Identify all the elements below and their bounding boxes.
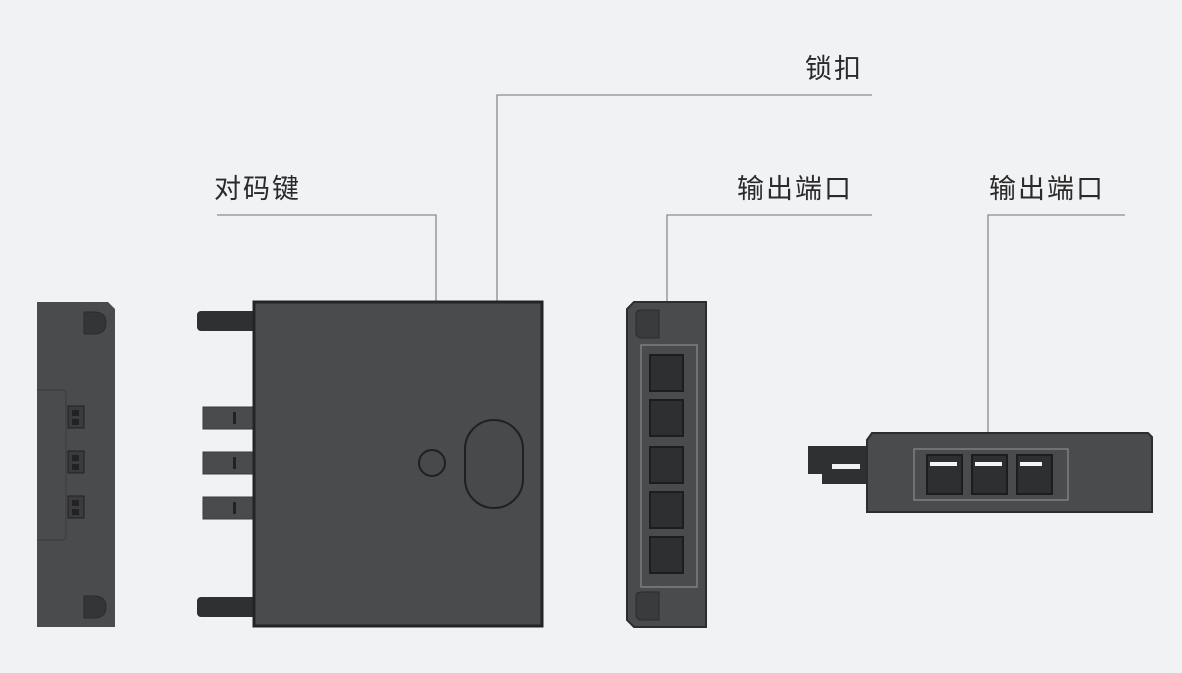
label-lock-clip: 锁扣 bbox=[805, 54, 863, 85]
device-side-view-left bbox=[37, 302, 115, 627]
device-end-view-ports bbox=[808, 432, 1153, 513]
label-output-port-1: 输出端口 bbox=[737, 174, 853, 205]
lock-clip bbox=[464, 419, 524, 509]
device-front-view bbox=[197, 300, 544, 628]
pairing-key-button bbox=[418, 449, 446, 477]
leader-line-output-port-2 bbox=[987, 214, 1125, 449]
device-side-view-ports bbox=[626, 301, 707, 628]
label-pairing-key: 对码键 bbox=[214, 174, 301, 205]
label-output-port-2: 输出端口 bbox=[989, 174, 1105, 205]
